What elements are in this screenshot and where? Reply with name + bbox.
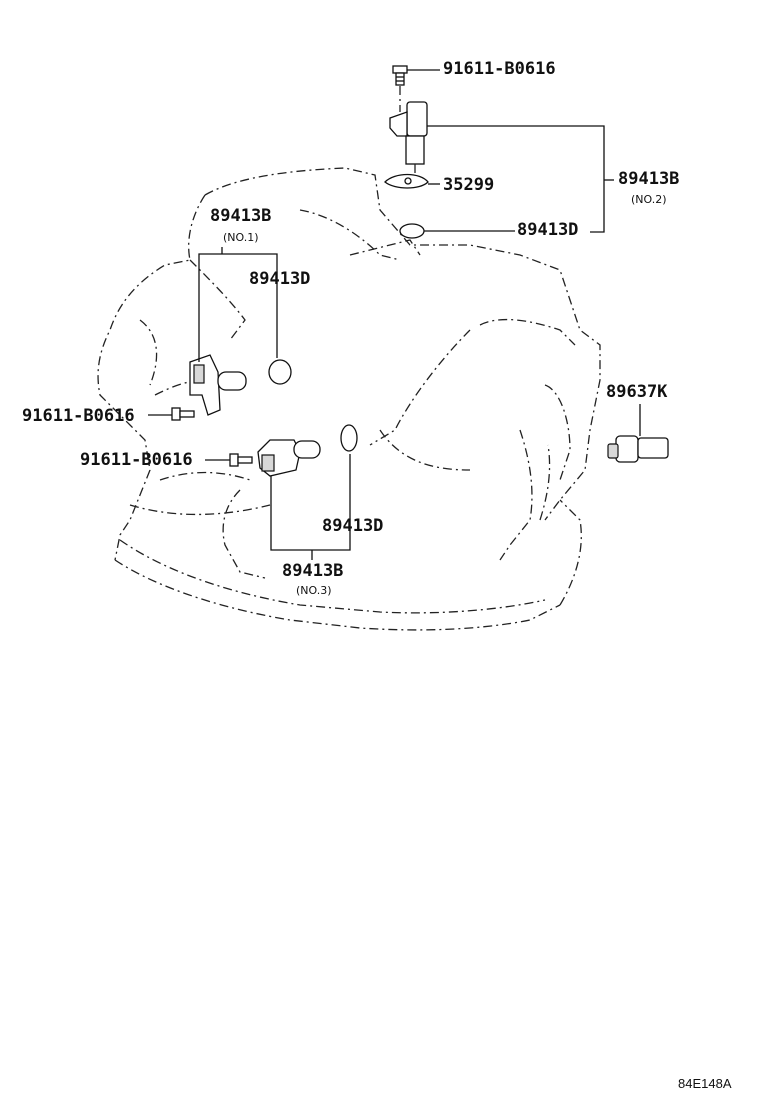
bolt-no1-icon (171, 407, 195, 421)
bolt-top-icon (392, 65, 408, 112)
callout-sensor-no1: 89413B (210, 206, 272, 226)
pressure-switch-icon (607, 435, 669, 463)
o-ring-no3-icon (340, 424, 358, 452)
speed-sensor-no3-icon (257, 439, 321, 477)
callout-sensor-no3: 89413B (282, 561, 344, 581)
callout-oring-no1: 89413D (249, 269, 311, 289)
callout-oring-no2: 89413D (517, 220, 579, 240)
callout-clip: 35299 (443, 175, 495, 195)
callout-sensor-no2-sub: (NO.2) (631, 193, 667, 206)
clip-icon (384, 173, 429, 189)
callout-sensor-no3-sub: (NO.3) (296, 584, 332, 597)
callout-switch: 89637K (606, 382, 668, 402)
callout-oring-no3: 89413D (322, 516, 384, 536)
callout-bolt-no1: 91611-B0616 (22, 406, 135, 426)
speed-sensor-no2-icon (389, 101, 428, 180)
callout-bolt-no3: 91611-B0616 (80, 450, 193, 470)
callout-bolt-top: 91611-B0616 (443, 59, 556, 79)
o-ring-no2-icon (399, 223, 425, 239)
bolt-no3-icon (229, 453, 253, 467)
callout-sensor-no2: 89413B (618, 169, 680, 189)
speed-sensor-no1-icon (189, 354, 247, 416)
callout-sensor-no1-sub: (NO.1) (223, 231, 259, 244)
figure-code: 84E148A (678, 1076, 732, 1091)
o-ring-no1-icon (268, 359, 292, 385)
